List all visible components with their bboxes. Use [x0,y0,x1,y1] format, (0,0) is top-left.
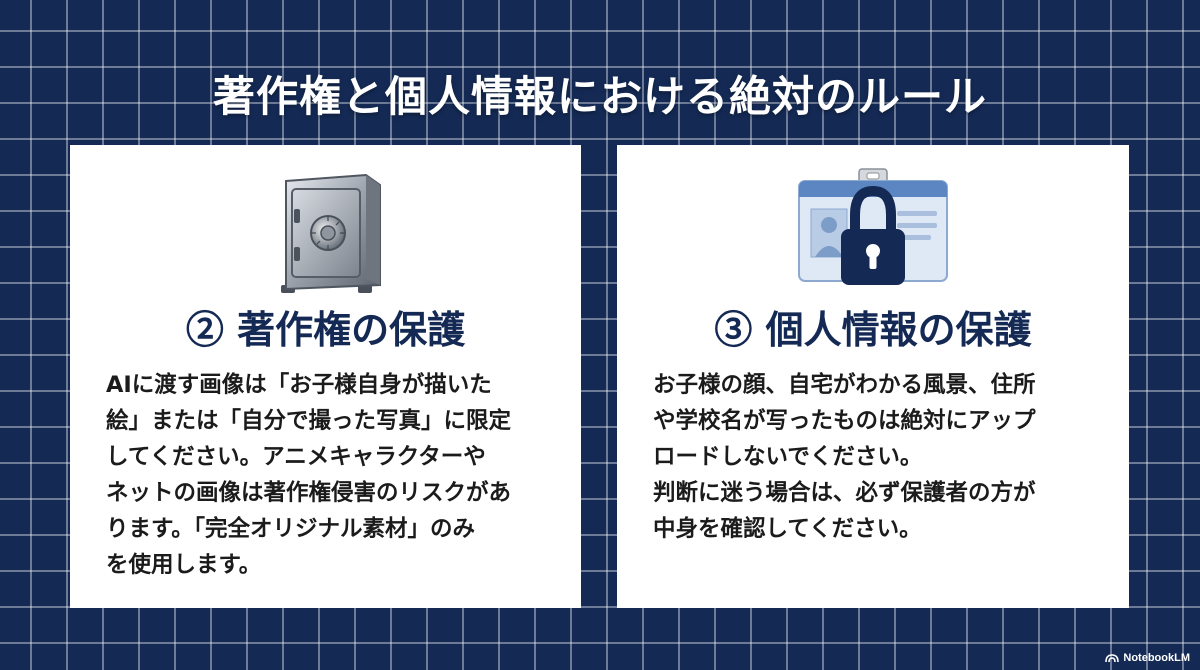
watermark-label: NotebookLM [1123,652,1190,664]
copyright-card: ② 著作権の保護 AIに渡す画像は「お子様自身が描いた 絵」または「自分で撮った… [70,145,581,608]
slide-title: 著作権と個人情報における絶対のルール [212,72,987,121]
privacy-body: お子様の顔、自宅がわかる風景、住所 や学校名が写ったものは絶対にアップ ロードし… [653,372,1036,542]
notebooklm-logo-icon [1105,654,1120,663]
safe-icon [70,167,581,297]
privacy-heading: ③ 個人情報の保護 [714,307,1032,352]
notebooklm-watermark: NotebookLM [1105,652,1190,664]
id-card-lock-icon [617,167,1129,297]
privacy-card: ③ 個人情報の保護 お子様の顔、自宅がわかる風景、住所 や学校名が写ったものは絶… [617,145,1129,608]
copyright-body: AIに渡す画像は「お子様自身が描いた 絵」または「自分で撮った写真」に限定 して… [106,372,512,578]
copyright-heading: ② 著作権の保護 [185,307,466,352]
